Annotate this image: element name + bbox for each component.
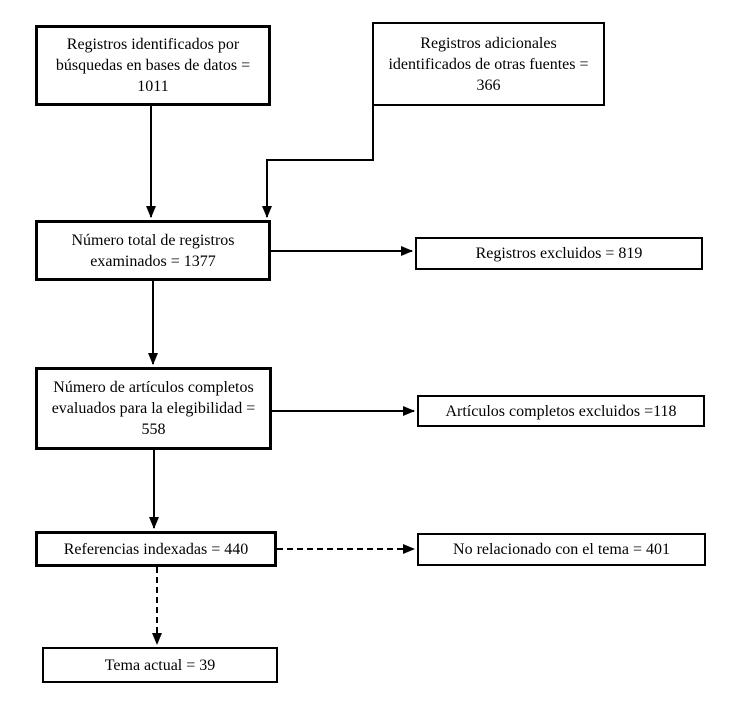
- node-text-line: Registros adicionales: [420, 34, 557, 52]
- node-text-line: Registros identificados por: [66, 36, 240, 53]
- node-indexed-references: Referencias indexadas = 440: [35, 531, 277, 567]
- node-text-line: 558: [141, 421, 166, 438]
- node-text-line: búsquedas en bases de datos =: [55, 57, 251, 74]
- node-text-line: identificados de otras fuentes =: [388, 55, 589, 73]
- node-text-line: Tema actual = 39: [104, 656, 216, 674]
- node-records-excluded: Registros excluidos = 819: [415, 237, 703, 270]
- node-records-other-sources: Registros adicionales identificados de o…: [372, 22, 605, 106]
- node-text-line: Número total de registros: [71, 231, 235, 249]
- node-text-line: 1011: [137, 78, 169, 95]
- node-text-line: Referencias indexadas = 440: [63, 540, 249, 558]
- node-records-identified-db: Registros identificados por búsquedas en…: [35, 25, 271, 106]
- node-text-line: Número de artículos completos: [53, 379, 254, 396]
- node-fulltext-assessed: Número de artículos completos evaluados …: [35, 367, 272, 450]
- node-text-line: evaluados para la elegibilidad =: [51, 400, 256, 417]
- node-total-records-screened: Número total de registros examinados = 1…: [35, 220, 271, 281]
- arrow-other-sources-to-screened: [262, 106, 374, 218]
- node-text-line: examinados = 1377: [90, 252, 216, 270]
- node-fulltext-excluded: Artículos completos excluidos =118: [417, 395, 705, 427]
- node-text-line: Registros excluidos = 819: [475, 245, 643, 262]
- node-text-line: No relacionado con el tema = 401: [453, 541, 670, 558]
- node-text-line: 366: [476, 76, 501, 94]
- node-not-related-topic: No relacionado con el tema = 401: [417, 533, 706, 566]
- node-text-line: Artículos completos excluidos =118: [445, 402, 677, 420]
- node-current-topic: Tema actual = 39: [42, 647, 278, 683]
